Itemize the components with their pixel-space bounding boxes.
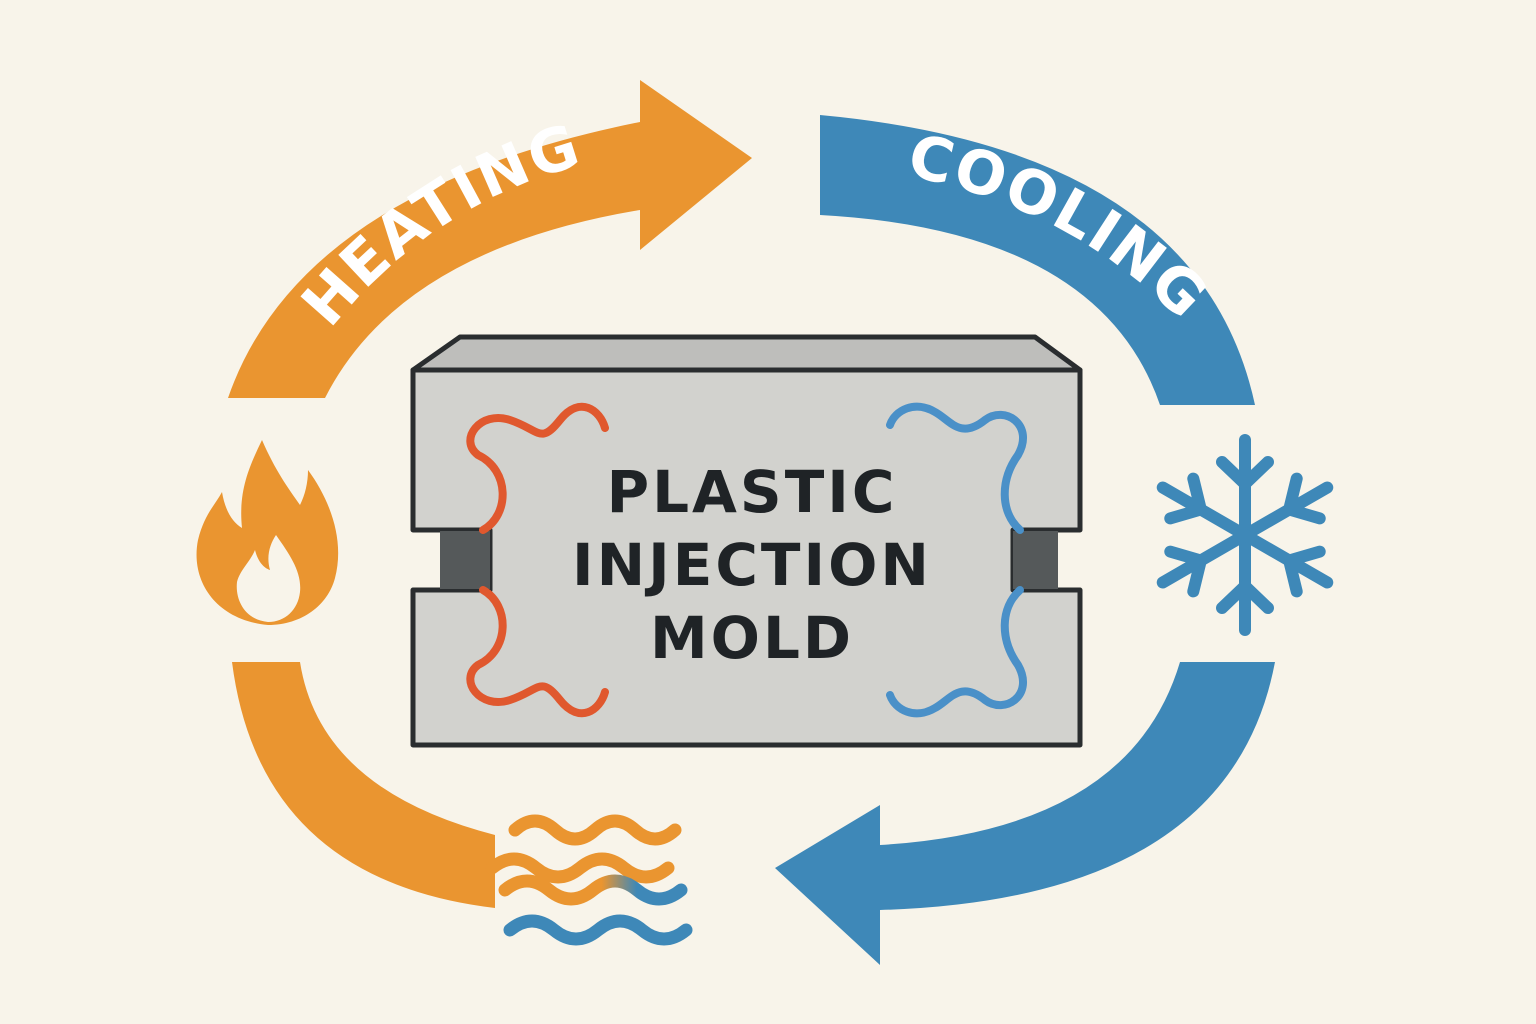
heating-return-arc xyxy=(232,662,495,908)
heating-arrow xyxy=(228,80,752,398)
snowflake-icon xyxy=(1156,434,1334,636)
mold-title-line2: INJECTION xyxy=(572,531,932,599)
heating-channel xyxy=(466,402,609,718)
mold-gap-left xyxy=(440,531,490,589)
cooling-return-arrow xyxy=(775,662,1275,965)
mold-top-face xyxy=(410,334,1083,373)
flame-icon xyxy=(196,440,339,625)
mold-title-line1: PLASTIC xyxy=(607,458,898,526)
mold-block: PLASTIC INJECTION MOLD xyxy=(410,334,1083,748)
mold-title-line3: MOLD xyxy=(650,604,854,672)
cooling-arrow xyxy=(820,115,1255,405)
heat-waves-icon xyxy=(485,814,693,946)
cooling-channel xyxy=(886,402,1027,718)
mold-gap-right xyxy=(1013,531,1058,589)
